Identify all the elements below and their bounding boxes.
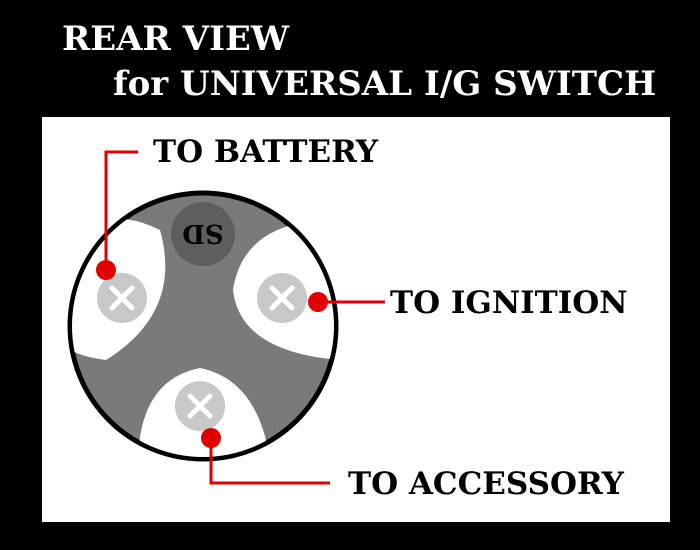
sd-badge: [171, 202, 235, 266]
screw-cross-icon: [97, 273, 147, 323]
screw-cross-icon: [175, 381, 225, 431]
wire-ignition: [308, 292, 385, 312]
screw-cross-icon: [257, 273, 307, 323]
sd-badge-text: SD: [182, 218, 223, 248]
label-to-battery: TO BATTERY: [153, 134, 379, 170]
ignition-switch: SD: [67, 190, 339, 462]
label-to-ignition: TO IGNITION: [390, 285, 628, 321]
title-line-1: REAR VIEW: [62, 19, 290, 59]
title-line-2: for UNIVERSAL I/G SWITCH: [113, 64, 656, 104]
wire-battery: [96, 150, 138, 280]
wire-accessory: [201, 428, 330, 485]
label-to-accessory: TO ACCESSORY: [348, 466, 625, 502]
